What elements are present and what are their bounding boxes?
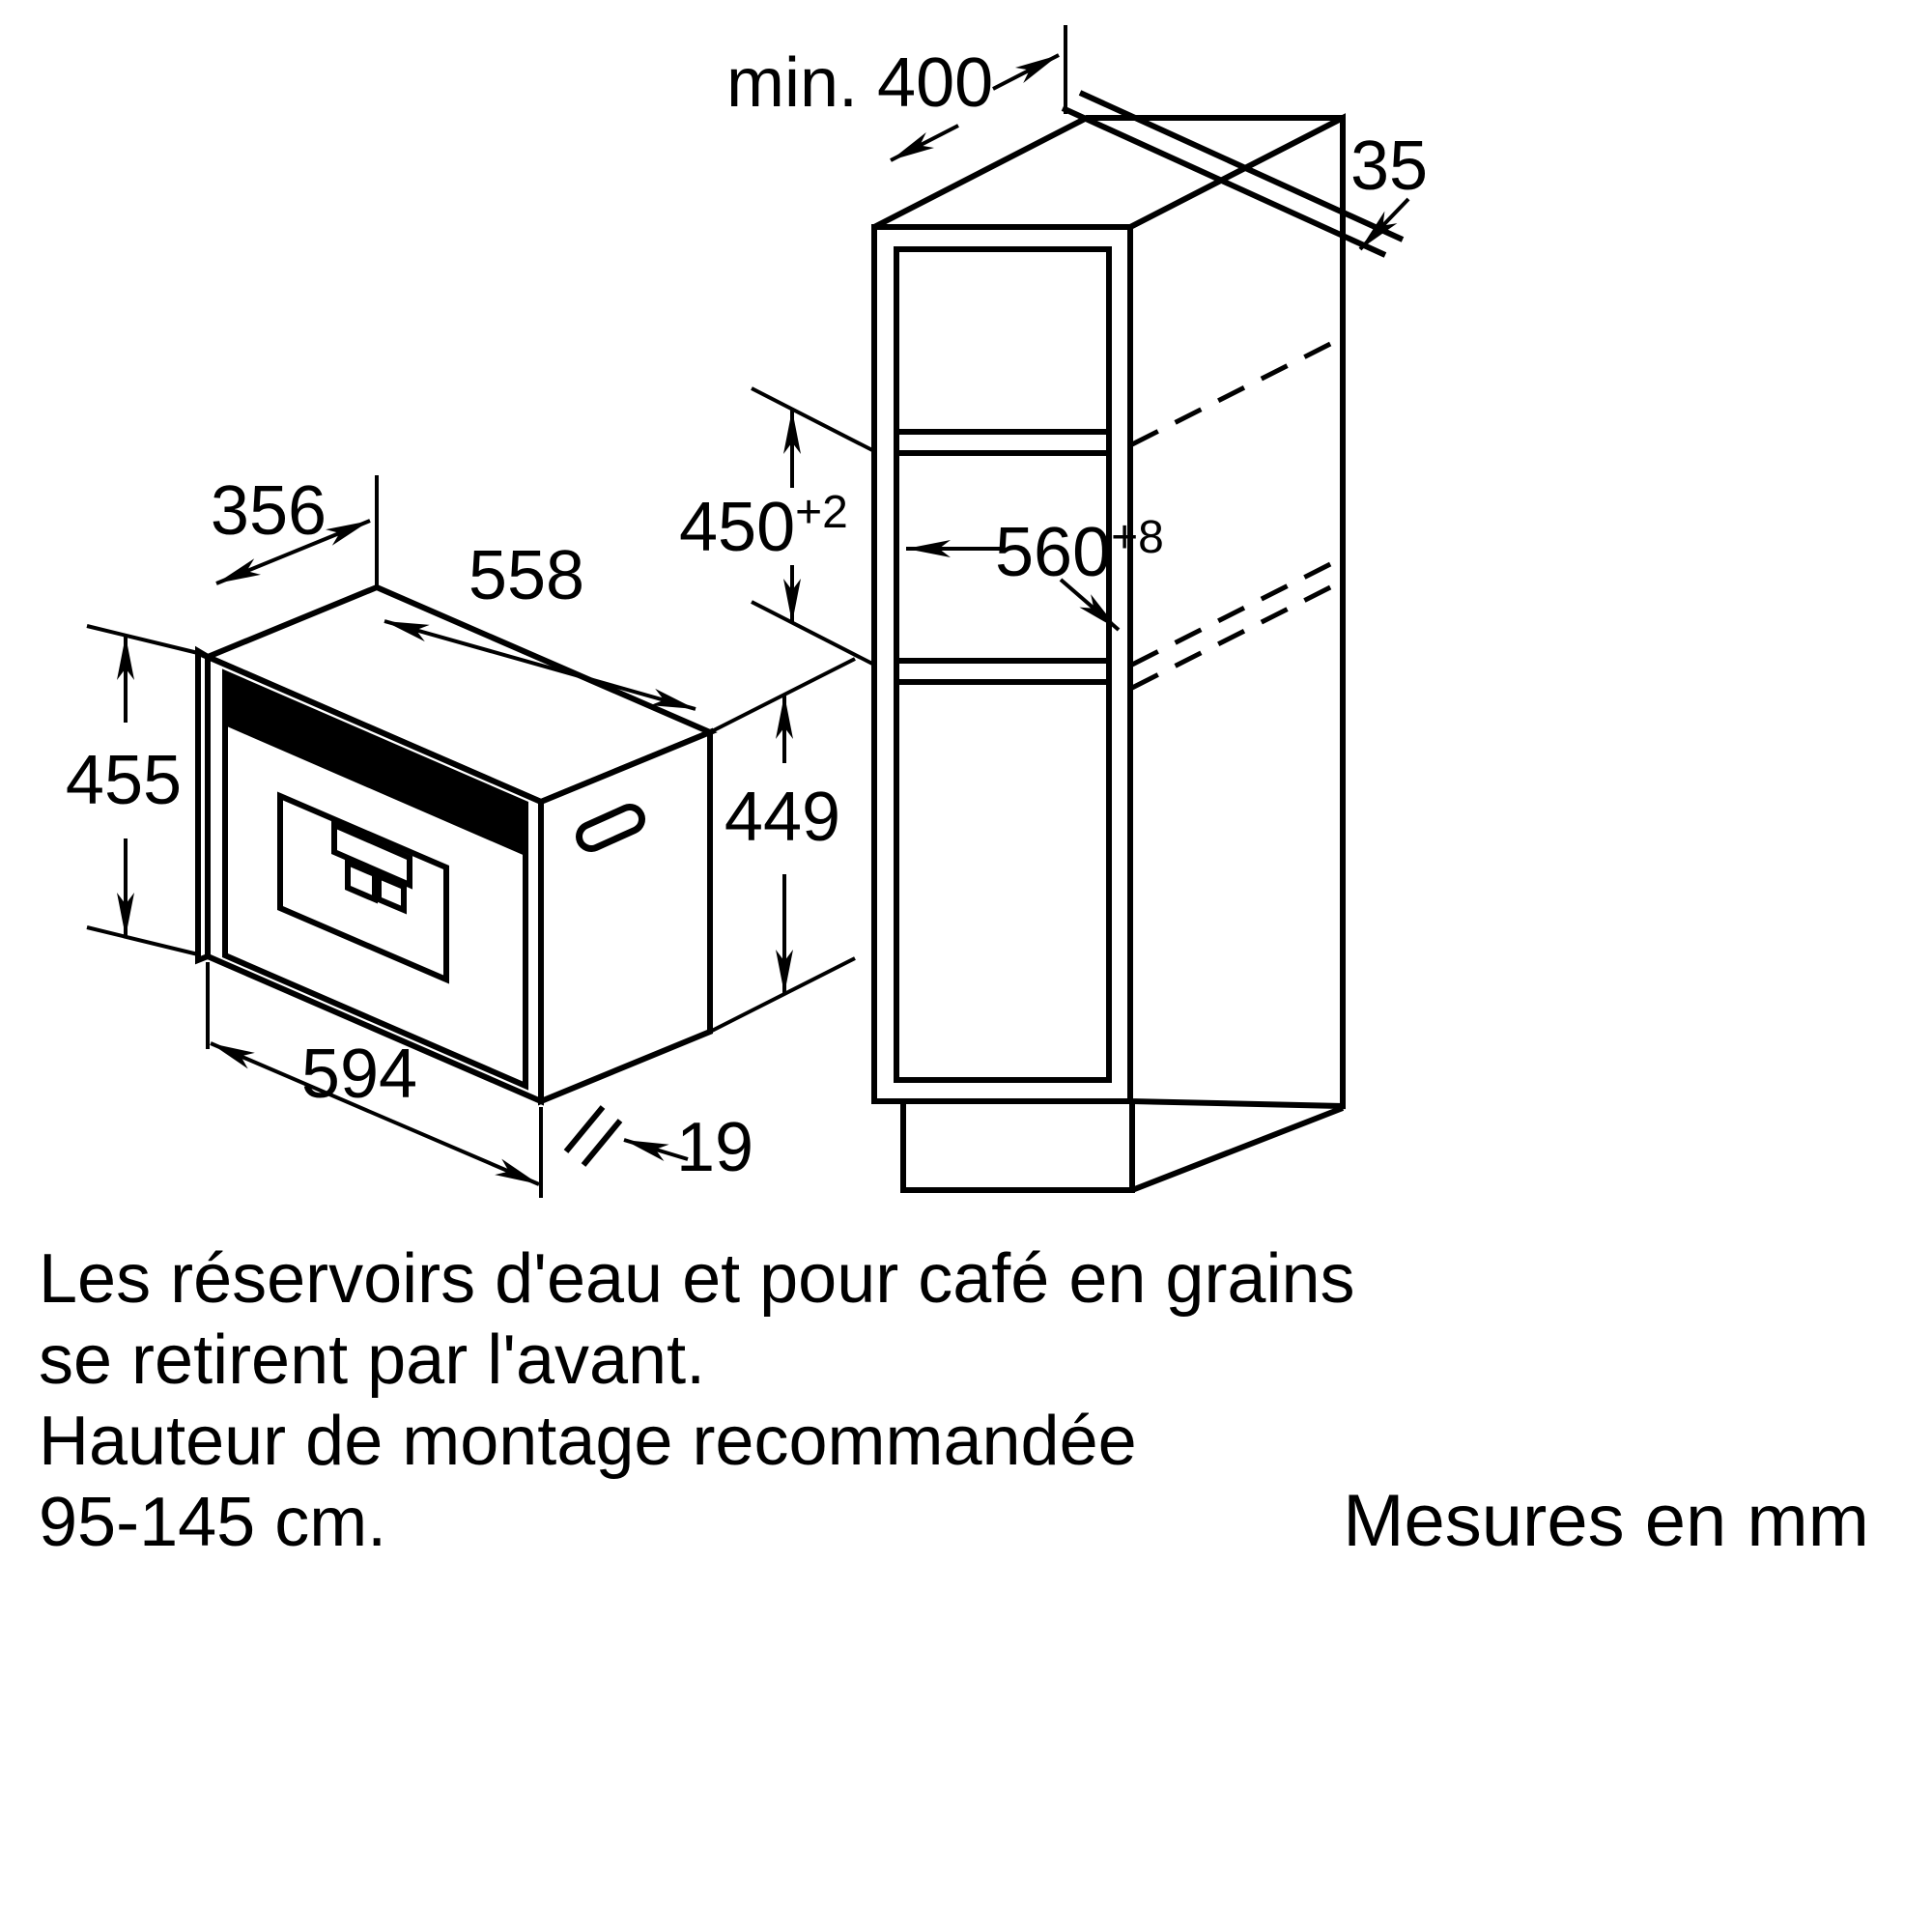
appliance-drawing — [195, 583, 718, 1106]
dim-594-label: 594 — [301, 1036, 417, 1113]
dim-560-label: 560+8 — [995, 512, 1164, 591]
appliance-coffee-spout-nozzle-right — [376, 871, 407, 915]
dim-19-label: 19 — [676, 1109, 753, 1186]
dim-min400-arrow-right — [992, 53, 1060, 91]
note-line-3: Hauteur de montage recommandée — [39, 1403, 1137, 1480]
dim-35-label: 35 — [1350, 128, 1428, 205]
dim-356-label: 356 — [211, 472, 327, 550]
dim-35-arrow — [1358, 197, 1410, 251]
dim-558-label: 558 — [469, 537, 584, 614]
dim-356-arrow — [215, 519, 371, 585]
dim-455-label: 455 — [66, 742, 182, 819]
dim-450-label: 450+2 — [679, 487, 848, 566]
cabinet-plinth — [900, 1101, 1345, 1193]
units-note: Mesures en mm — [1343, 1480, 1869, 1562]
dim-min400-label: min. 400 — [726, 44, 993, 122]
dim-min400-arrow-left — [890, 124, 959, 162]
appliance-control-panel-band — [223, 674, 527, 858]
appliance-coffee-spout-nozzle-left — [345, 858, 378, 904]
rear-wall-line-outer — [1078, 90, 1405, 242]
dim-19-tick-marks — [563, 1105, 623, 1167]
cabinet-niche-opening — [894, 246, 1112, 1083]
appliance-side-handle-cutout — [582, 810, 639, 845]
niche-height-tolerance: +2 — [795, 487, 848, 538]
dim-558-arrow — [384, 619, 696, 711]
dim-449-label: 449 — [724, 779, 840, 856]
rear-wall-line-inner — [1061, 105, 1387, 258]
cabinet-shelf-lower — [896, 658, 1109, 685]
dim-560-arrow-right — [1059, 578, 1121, 632]
cabinet-front-face — [871, 224, 1133, 1104]
dim-450-extension-top — [751, 386, 875, 453]
dim-450-extension-bottom — [751, 600, 875, 667]
note-line-1: Les réservoirs d'eau et pour café en gra… — [39, 1240, 1355, 1318]
note-line-2: se retirent par l'avant. — [39, 1321, 705, 1399]
notes-block: Les réservoirs d'eau et pour café en gra… — [39, 1240, 1869, 1562]
dim-449-extension-bottom — [709, 956, 856, 1034]
dim-455-extension-top — [86, 624, 199, 655]
niche-height-value: 450 — [679, 489, 795, 566]
appliance-coffee-spout-body — [331, 820, 412, 890]
niche-depth-value: 560 — [995, 514, 1111, 591]
cabinet-drawing — [871, 90, 1405, 1193]
dim-455-extension-bottom — [86, 925, 199, 956]
niche-depth-dashed-line-middle — [1130, 557, 1340, 668]
cabinet-shelf-upper — [896, 429, 1109, 456]
niche-depth-dashed-line-bottom — [1130, 581, 1340, 691]
niche-depth-dashed-line-top — [1130, 337, 1340, 447]
note-line-4: 95-145 cm. — [39, 1484, 386, 1561]
dim-19-arrow — [623, 1138, 689, 1161]
dim-594-arrow — [210, 1041, 540, 1186]
dimension-annotations: min. 400 35 450+2 560+8 356 558 455 449 — [66, 25, 1428, 1198]
appliance-door-edge — [195, 645, 210, 965]
niche-depth-tolerance: +8 — [1111, 512, 1164, 563]
